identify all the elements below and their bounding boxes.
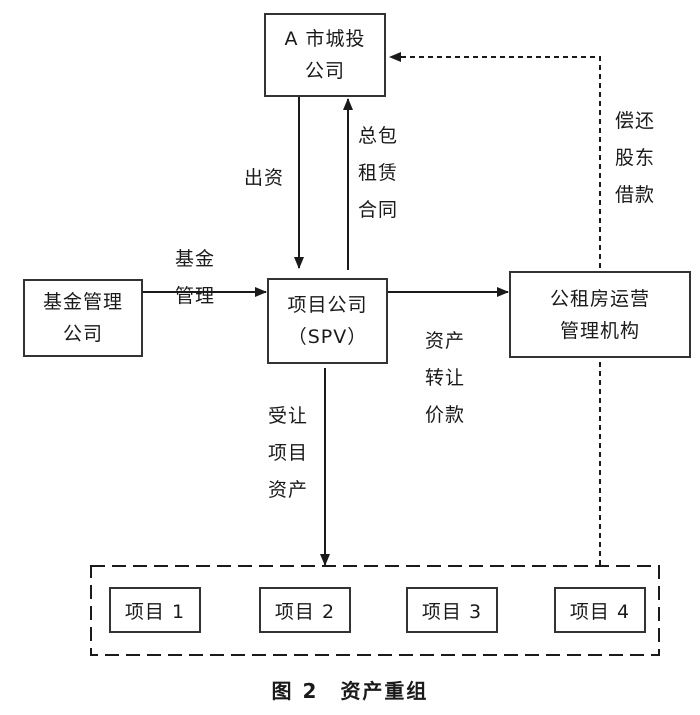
label-capital: 出资 bbox=[244, 160, 284, 197]
project-label: 项目 4 bbox=[569, 600, 631, 623]
label-loan-line-2: 股东 bbox=[615, 147, 656, 169]
housing-agency-line-2: 管理机构 bbox=[559, 319, 640, 342]
fund-manager-line-1: 基金管理 bbox=[42, 291, 123, 313]
fund-manager-line-2: 公司 bbox=[62, 323, 103, 345]
label-transfer-payment: 资产 转让 价款 bbox=[425, 323, 465, 434]
figure-title: 资产重组 bbox=[340, 679, 429, 703]
city-company-line-2: 公司 bbox=[304, 60, 345, 82]
label-transferred-assets: 受让 项目 资产 bbox=[268, 398, 308, 509]
label-lease-line-3: 合同 bbox=[358, 199, 399, 221]
label-lease-contract: 总包 租赁 合同 bbox=[358, 118, 398, 229]
label-loan-line-1: 偿还 bbox=[615, 110, 656, 132]
spv-line-2: （SPV） bbox=[287, 326, 368, 348]
label-assets-line-1: 受让 bbox=[268, 405, 309, 427]
arrow-shareholder-loan bbox=[389, 52, 601, 565]
project-label: 项目 3 bbox=[421, 600, 483, 623]
city-company-line-1: A 市城投 bbox=[284, 28, 366, 50]
project-box-4: 项目 4 bbox=[554, 587, 646, 633]
label-assets-line-2: 项目 bbox=[268, 442, 309, 464]
project-box-3: 项目 3 bbox=[406, 587, 498, 633]
label-shareholder-loan: 偿还 股东 借款 bbox=[615, 103, 655, 214]
project-label: 项目 1 bbox=[124, 600, 186, 623]
label-transfer-line-3: 价款 bbox=[425, 404, 466, 426]
housing-agency-node: 公租房运营 管理机构 bbox=[509, 271, 691, 358]
label-assets-line-3: 资产 bbox=[268, 479, 309, 501]
project-label: 项目 2 bbox=[274, 600, 336, 623]
label-capital-line-1: 出资 bbox=[244, 167, 285, 189]
label-transfer-line-1: 资产 bbox=[425, 330, 466, 352]
label-lease-line-2: 租赁 bbox=[358, 162, 399, 184]
projects-container bbox=[90, 565, 660, 656]
spv-node: 项目公司 （SPV） bbox=[267, 278, 388, 364]
label-loan-line-3: 借款 bbox=[615, 184, 656, 206]
figure-caption: 图 2 资产重组 bbox=[0, 675, 700, 704]
fund-manager-node: 基金管理 公司 bbox=[23, 279, 143, 357]
label-fund-management: 基金 管理 bbox=[175, 241, 215, 315]
housing-agency-line-1: 公租房运营 bbox=[549, 287, 650, 310]
spv-line-1: 项目公司 bbox=[287, 294, 368, 316]
label-fund-line-1: 基金 bbox=[175, 248, 216, 270]
project-box-2: 项目 2 bbox=[259, 587, 351, 633]
figure-number: 图 2 bbox=[271, 679, 319, 703]
label-lease-line-1: 总包 bbox=[358, 125, 399, 147]
label-fund-line-2: 管理 bbox=[175, 285, 216, 307]
project-box-1: 项目 1 bbox=[109, 587, 201, 633]
city-company-node: A 市城投 公司 bbox=[264, 13, 386, 97]
label-transfer-line-2: 转让 bbox=[425, 367, 466, 389]
